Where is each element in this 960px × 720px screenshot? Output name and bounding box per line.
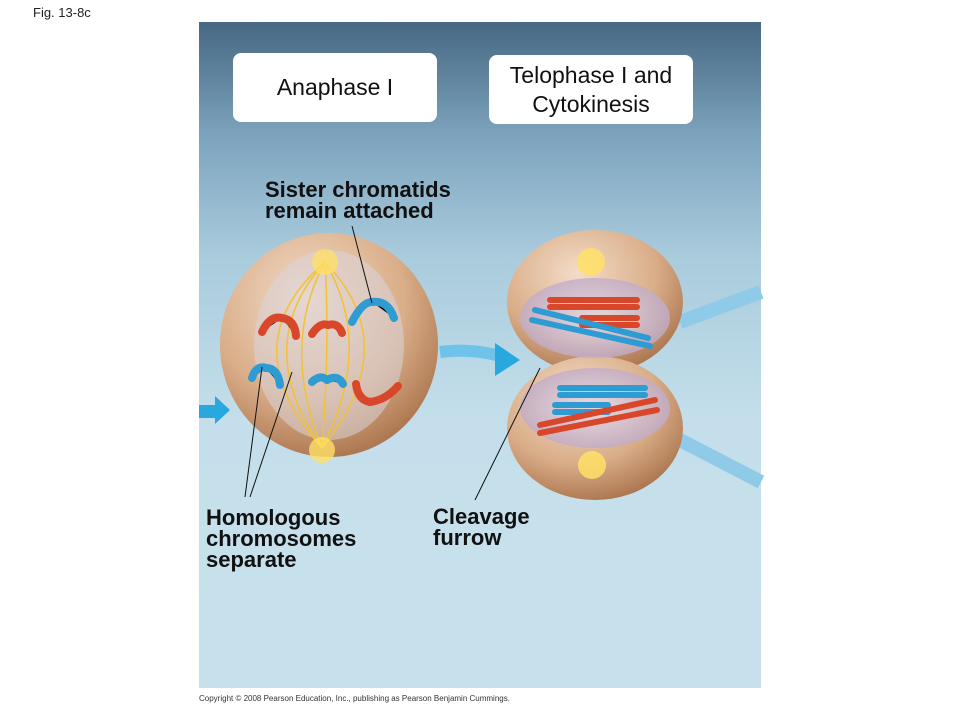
label-line: Homologous: [206, 505, 341, 530]
stage-label-telophase: Telophase I and Cytokinesis: [489, 55, 693, 124]
centrosome-bottom: [578, 451, 606, 479]
sister-chromatids-label: Sister chromatids remain attached: [265, 177, 451, 223]
label-line: separate: [206, 547, 297, 572]
arrow-out-top: [677, 285, 764, 329]
cleavage-furrow-label: Cleavage furrow: [433, 504, 530, 550]
homologous-label: Homologous chromosomes separate: [206, 505, 357, 572]
anaphase-title: Anaphase I: [276, 74, 394, 100]
chromosomes-right: [529, 297, 660, 436]
leader-lines: [244, 225, 541, 501]
label-line: remain attached: [265, 198, 434, 223]
label-line: Cleavage: [433, 504, 530, 529]
centrosome-bottom: [309, 437, 335, 463]
telophase-title-line1: Telophase I and: [509, 61, 673, 88]
telophase-cells: [507, 230, 683, 500]
telophase-title-line2: Cytokinesis: [532, 90, 650, 117]
arrow-in: [199, 396, 230, 424]
arrow-mid-head: [495, 343, 520, 376]
copyright: Copyright © 2008 Pearson Education, Inc.…: [199, 694, 510, 703]
spindle-fibers: [276, 261, 365, 449]
anaphase-cell: [220, 233, 438, 463]
arrow-out-bottom: [676, 433, 765, 489]
figure-id: Fig. 13-8c: [33, 5, 91, 20]
label-line: chromosomes: [206, 526, 357, 551]
arrow-mid: [439, 344, 502, 362]
chromosomes-left: [248, 297, 402, 406]
stage-label-anaphase: Anaphase I: [233, 53, 437, 122]
label-line: furrow: [433, 525, 502, 550]
label-line: Sister chromatids: [265, 177, 451, 202]
centrosome-top: [312, 249, 338, 275]
centrosome-top: [577, 248, 605, 276]
